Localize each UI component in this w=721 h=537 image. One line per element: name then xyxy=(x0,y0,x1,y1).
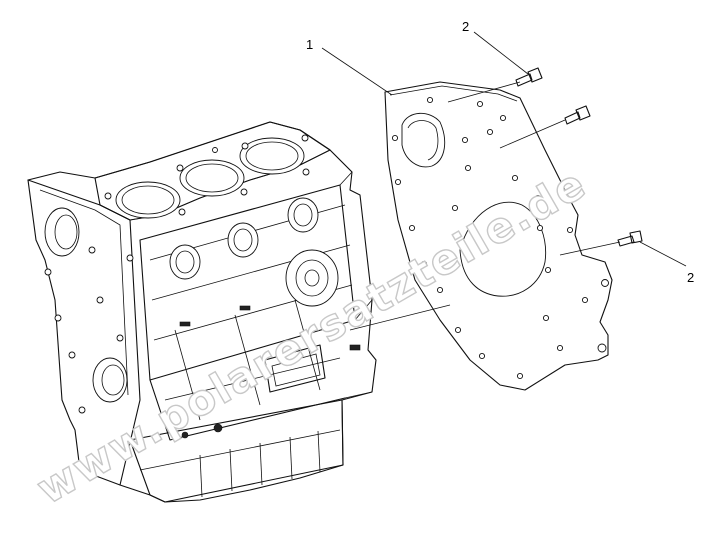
engine-block[interactable] xyxy=(27,121,377,503)
bolt-upper[interactable] xyxy=(515,67,543,87)
adapter-plate[interactable] xyxy=(384,81,613,391)
callout-2-leader-right xyxy=(639,241,687,267)
bolt-middle[interactable] xyxy=(564,105,591,125)
callout-2-leader-top xyxy=(473,31,529,75)
callout-2-label-top: 2 xyxy=(462,19,469,34)
callout-1-leader xyxy=(321,47,393,96)
callout-2-label-right: 2 xyxy=(687,270,694,285)
bolt-right[interactable] xyxy=(617,230,643,247)
callout-1-label: 1 xyxy=(306,37,313,52)
